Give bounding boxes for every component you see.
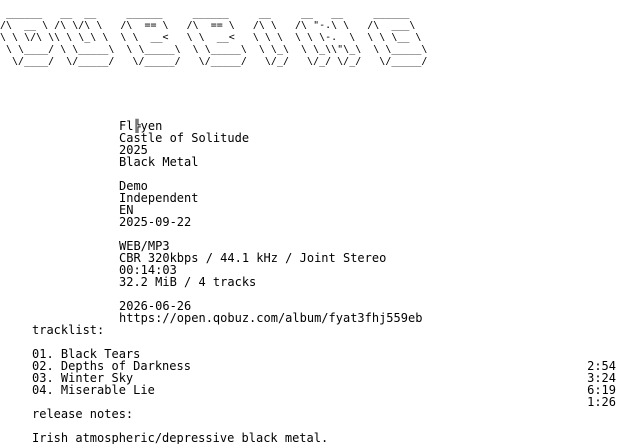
meta-value: 32.2 MiB / 4 tracks (119, 275, 257, 289)
release-notes-row: Irish atmospheric/depressive black metal… (0, 420, 328, 444)
meta-rel-date: rel. date: 2025-09-22 (0, 192, 191, 228)
meta-source-url: source url: https://open.qobuz.com/album… (0, 288, 422, 324)
track-duration: 6:19 (587, 383, 616, 397)
meta-runtime: runtime: 00:14:03 (0, 240, 177, 276)
meta-quality: quality: CBR 320kbps / 44.1 kHz / Joint … (0, 228, 386, 264)
meta-value: Black Metal (119, 155, 199, 169)
ascii-banner: ______ __ __ ______ ______ __ __ __ ____… (0, 8, 428, 67)
meta-source: source: WEB/MP3 (0, 216, 170, 252)
release-notes-heading-row: release notes: (0, 396, 133, 420)
meta-value: WEB/MP3 (119, 239, 170, 253)
track-title: 01. Black Tears (32, 347, 141, 361)
tracklist-heading: tracklist: (32, 323, 105, 337)
track-title: 03. Winter Sky (32, 371, 134, 385)
meta-language: language: EN (0, 180, 133, 216)
meta-value: 2025 (119, 143, 148, 157)
release-notes-heading: release notes: (32, 407, 134, 421)
track-duration: 1:26 (587, 395, 616, 409)
meta-artist: artist: Fl╠yen (0, 96, 162, 132)
meta-rip-date: rip date: 2026-06-26 (0, 276, 191, 312)
meta-title: title: Castle of Solitude (0, 108, 249, 144)
meta-value: EN (119, 203, 134, 217)
meta-value: Demo (119, 179, 148, 193)
track-row: 03. Winter Sky 6:19 (0, 360, 632, 396)
track-title: 02. Depths of Darkness (32, 359, 191, 373)
meta-size: size: 32.2 MiB / 4 tracks (0, 252, 256, 288)
meta-value: Fl╠yen (119, 119, 163, 133)
tracklist-heading-row: tracklist: (0, 312, 104, 336)
meta-value: 2026-06-26 (119, 299, 192, 313)
source-url-link[interactable]: https://open.qobuz.com/album/fyat3fhj559… (119, 311, 423, 325)
meta-label: label: Independent (0, 168, 198, 204)
meta-value: 00:14:03 (119, 263, 177, 277)
meta-type: type: Demo (0, 156, 148, 192)
track-row: 04. Miserable Lie 1:26 (0, 372, 632, 408)
meta-year: year: 2025 (0, 120, 148, 156)
meta-genre: genre: Black Metal (0, 132, 198, 168)
track-row: 01. Black Tears 2:54 (0, 336, 632, 372)
release-notes-text: Irish atmospheric/depressive black metal… (32, 431, 329, 444)
meta-value: CBR 320kbps / 44.1 kHz / Joint Stereo (119, 251, 387, 265)
track-duration: 2:54 (587, 359, 616, 373)
track-title: 04. Miserable Lie (32, 383, 155, 397)
track-duration: 3:24 (587, 371, 616, 385)
track-row: 02. Depths of Darkness 3:24 (0, 348, 632, 384)
meta-value: 2025-09-22 (119, 215, 192, 229)
meta-value: Independent (119, 191, 199, 205)
meta-value: Castle of Solitude (119, 131, 250, 145)
